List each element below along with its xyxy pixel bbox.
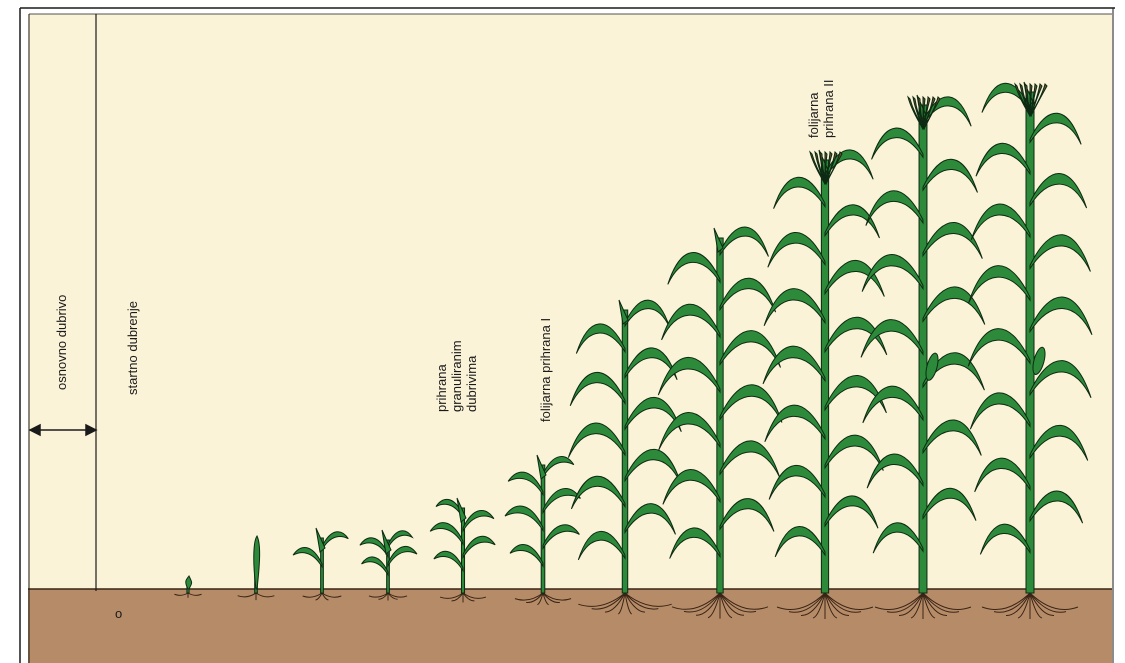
seed-marker: o [115,606,122,621]
label-osnovno-dubrivo: osnovno dubrivo [54,295,69,390]
label-prihrana-line2: granuliranim [449,340,464,412]
label-prihrana-line3: dubrivima [464,355,479,412]
soil-panel [28,589,1112,663]
label-startno-dubrenje: startno dubrenje [125,301,140,395]
label-folijarna-prihrana-1: folijarna prihrana I [538,318,553,422]
label-prihrana-line1: prihrana [434,364,449,412]
label-folijarna-line2: prihrana II [821,79,836,138]
label-folijarna-line1: folijarna [806,92,821,138]
